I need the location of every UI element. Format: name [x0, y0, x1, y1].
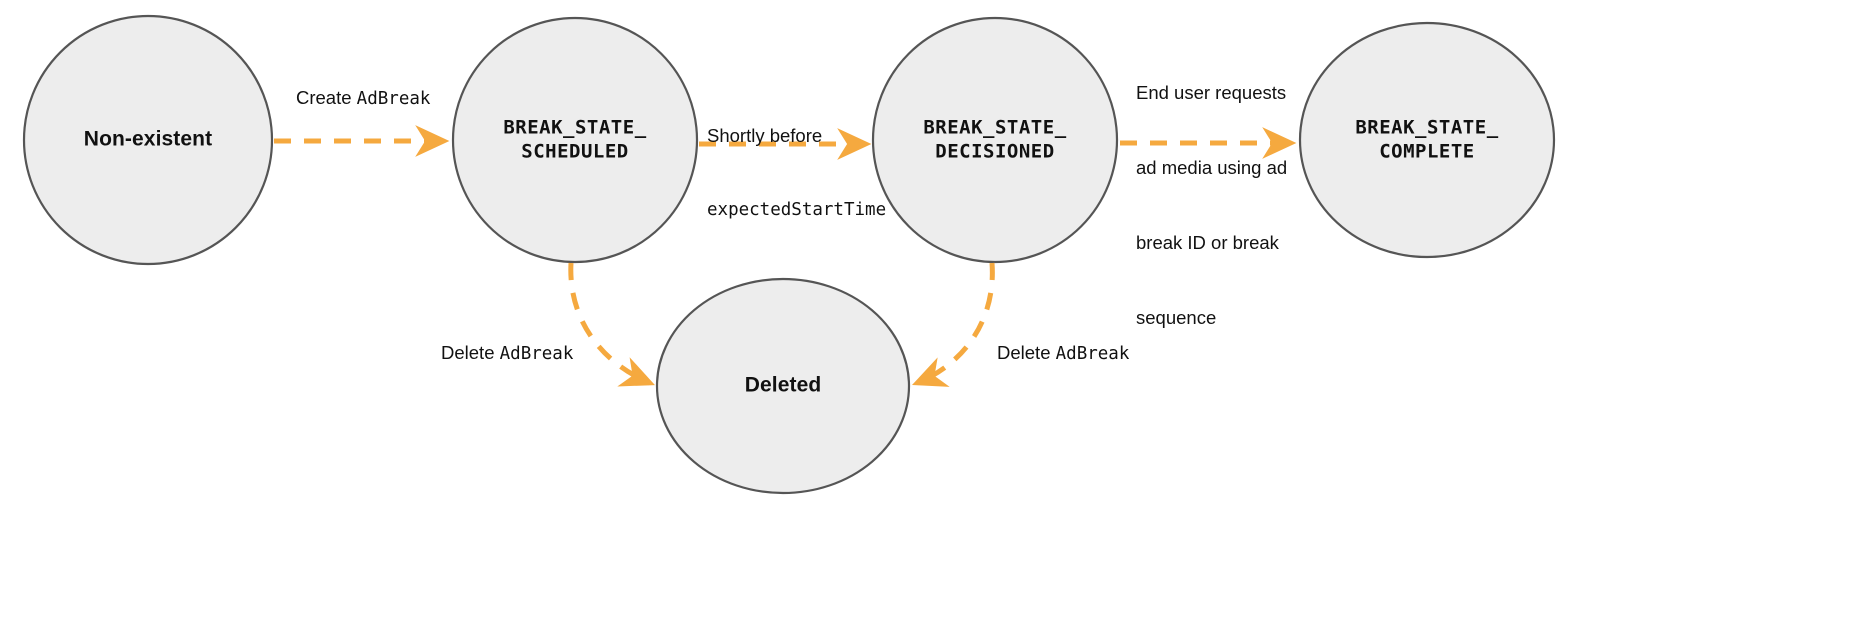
edge-delete-adbreak-from-scheduled: [568, 262, 655, 387]
node-break-state-decisioned[interactable]: [871, 16, 1119, 264]
node-break-state-complete[interactable]: [1298, 21, 1556, 259]
node-break-state-scheduled[interactable]: [451, 16, 699, 264]
edge-delete-adbreak-from-decisioned: [912, 262, 995, 387]
node-deleted[interactable]: [655, 277, 911, 495]
node-non-existent[interactable]: [22, 14, 274, 266]
